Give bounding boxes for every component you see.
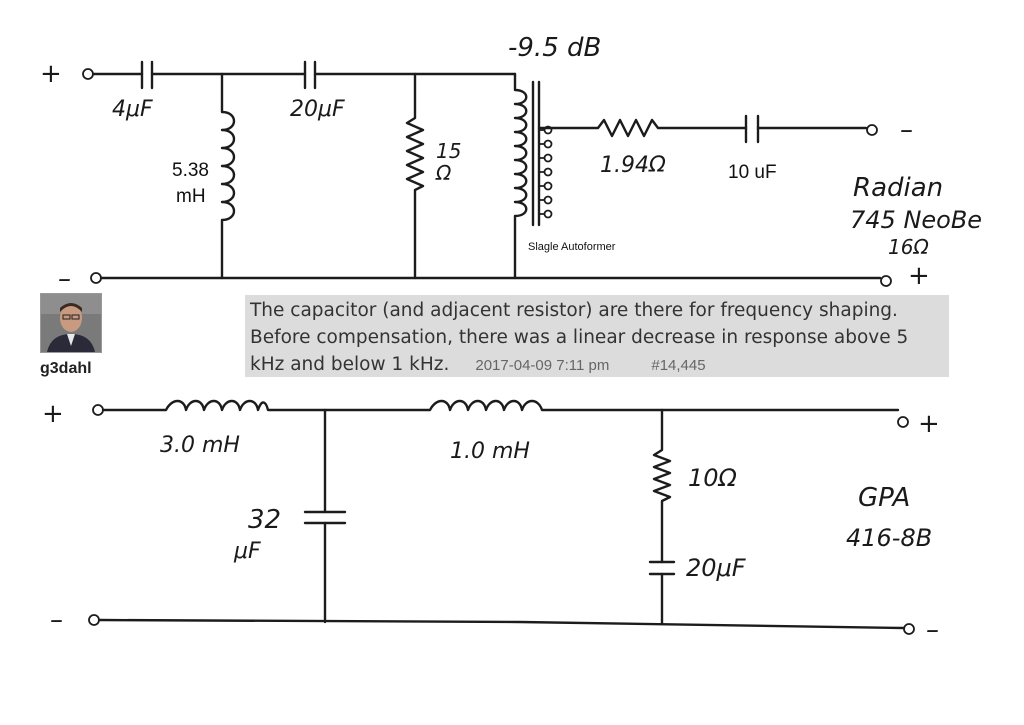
terminal-out-minus <box>866 124 878 136</box>
bottom-out-plus-label: + <box>918 409 940 439</box>
top-out-plus-label: + <box>908 261 930 291</box>
cap-20uf-b-label: 20μF <box>686 554 747 582</box>
cap-20uf-symbol <box>303 60 317 90</box>
driver-radian-line3: 16Ω <box>888 235 929 259</box>
terminal-b-in-minus <box>88 614 100 626</box>
bottom-in-plus-label: + <box>42 399 64 429</box>
cap-10uf-symbol <box>744 114 760 144</box>
top-circuit: + – 4μF 20μF 5.38 mH 15 Ω <box>40 33 982 294</box>
bottom-in-minus-label: – <box>50 605 63 635</box>
cap-4uf-label: 4μF <box>112 97 153 122</box>
driver-radian-line1: Radian <box>853 173 943 203</box>
top-out-minus-label: – <box>900 115 913 145</box>
inductor-3mh-label: 3.0 mH <box>160 433 240 458</box>
post-body: The capacitor (and adjacent resistor) ar… <box>250 297 940 379</box>
avatar-portrait <box>41 294 101 352</box>
autoformer-label: Slagle Autoformer <box>528 241 616 253</box>
bottom-circuit: + – 3.0 mH 1.0 mH 32 μF 10Ω 20μF + – GPA… <box>42 399 940 645</box>
inductor-1mh-label: 1.0 mH <box>450 439 530 464</box>
terminal-b-out-minus <box>903 623 915 635</box>
cap-32uf-symbol <box>303 408 347 624</box>
cap-32uf-label: 32 <box>248 505 281 535</box>
resistor-10ohm-label: 10Ω <box>688 464 738 492</box>
cap-20uf-b-symbol <box>648 560 676 576</box>
terminal-in-plus <box>82 68 94 80</box>
resistor-15-unit: Ω <box>435 161 452 185</box>
inductors-series-symbol <box>101 399 900 412</box>
user-avatar[interactable] <box>40 293 102 353</box>
top-in-minus-label: – <box>58 264 71 294</box>
driver-gpa-line1: GPA <box>858 483 910 513</box>
post-number[interactable]: #14,445 <box>651 357 706 374</box>
terminal-b-in-plus <box>92 404 104 416</box>
terminal-out-plus <box>880 275 892 287</box>
post-comment-box: The capacitor (and adjacent resistor) ar… <box>245 295 949 377</box>
attenuation-label: -9.5 dB <box>508 33 601 63</box>
resistor-1-94-label: 1.94Ω <box>600 153 666 178</box>
resistor-10ohm-symbol <box>652 408 672 626</box>
driver-radian-line2: 745 NeoBe <box>850 206 982 234</box>
post-text: The capacitor (and adjacent resistor) ar… <box>250 300 909 375</box>
cap-4uf-symbol <box>140 60 154 90</box>
cap-10uf-label: 10 uF <box>728 162 777 183</box>
terminal-b-out-plus <box>897 416 909 428</box>
terminal-in-minus <box>90 272 102 284</box>
inductor-5-38-unit: mH <box>176 186 206 207</box>
resistor-15ohm-symbol <box>405 72 425 280</box>
inductor-5-38-label: 5.38 <box>172 160 209 181</box>
resistor-1-94ohm-symbol <box>537 118 868 138</box>
inductor-5-38mh-symbol <box>220 72 236 280</box>
resistor-15-label: 15 <box>436 139 461 163</box>
autoformer-symbol <box>513 72 553 280</box>
cap-32uf-unit: μF <box>233 539 261 564</box>
top-in-plus-label: + <box>40 59 62 89</box>
bottom-b-rail <box>97 618 906 630</box>
post-date[interactable]: 2017-04-09 7:11 pm <box>475 357 610 374</box>
cap-20uf-label: 20μF <box>290 97 345 122</box>
username[interactable]: g3dahl <box>40 360 92 377</box>
bottom-out-minus-label: – <box>926 615 939 645</box>
driver-gpa-line2: 416-8B <box>846 524 932 552</box>
